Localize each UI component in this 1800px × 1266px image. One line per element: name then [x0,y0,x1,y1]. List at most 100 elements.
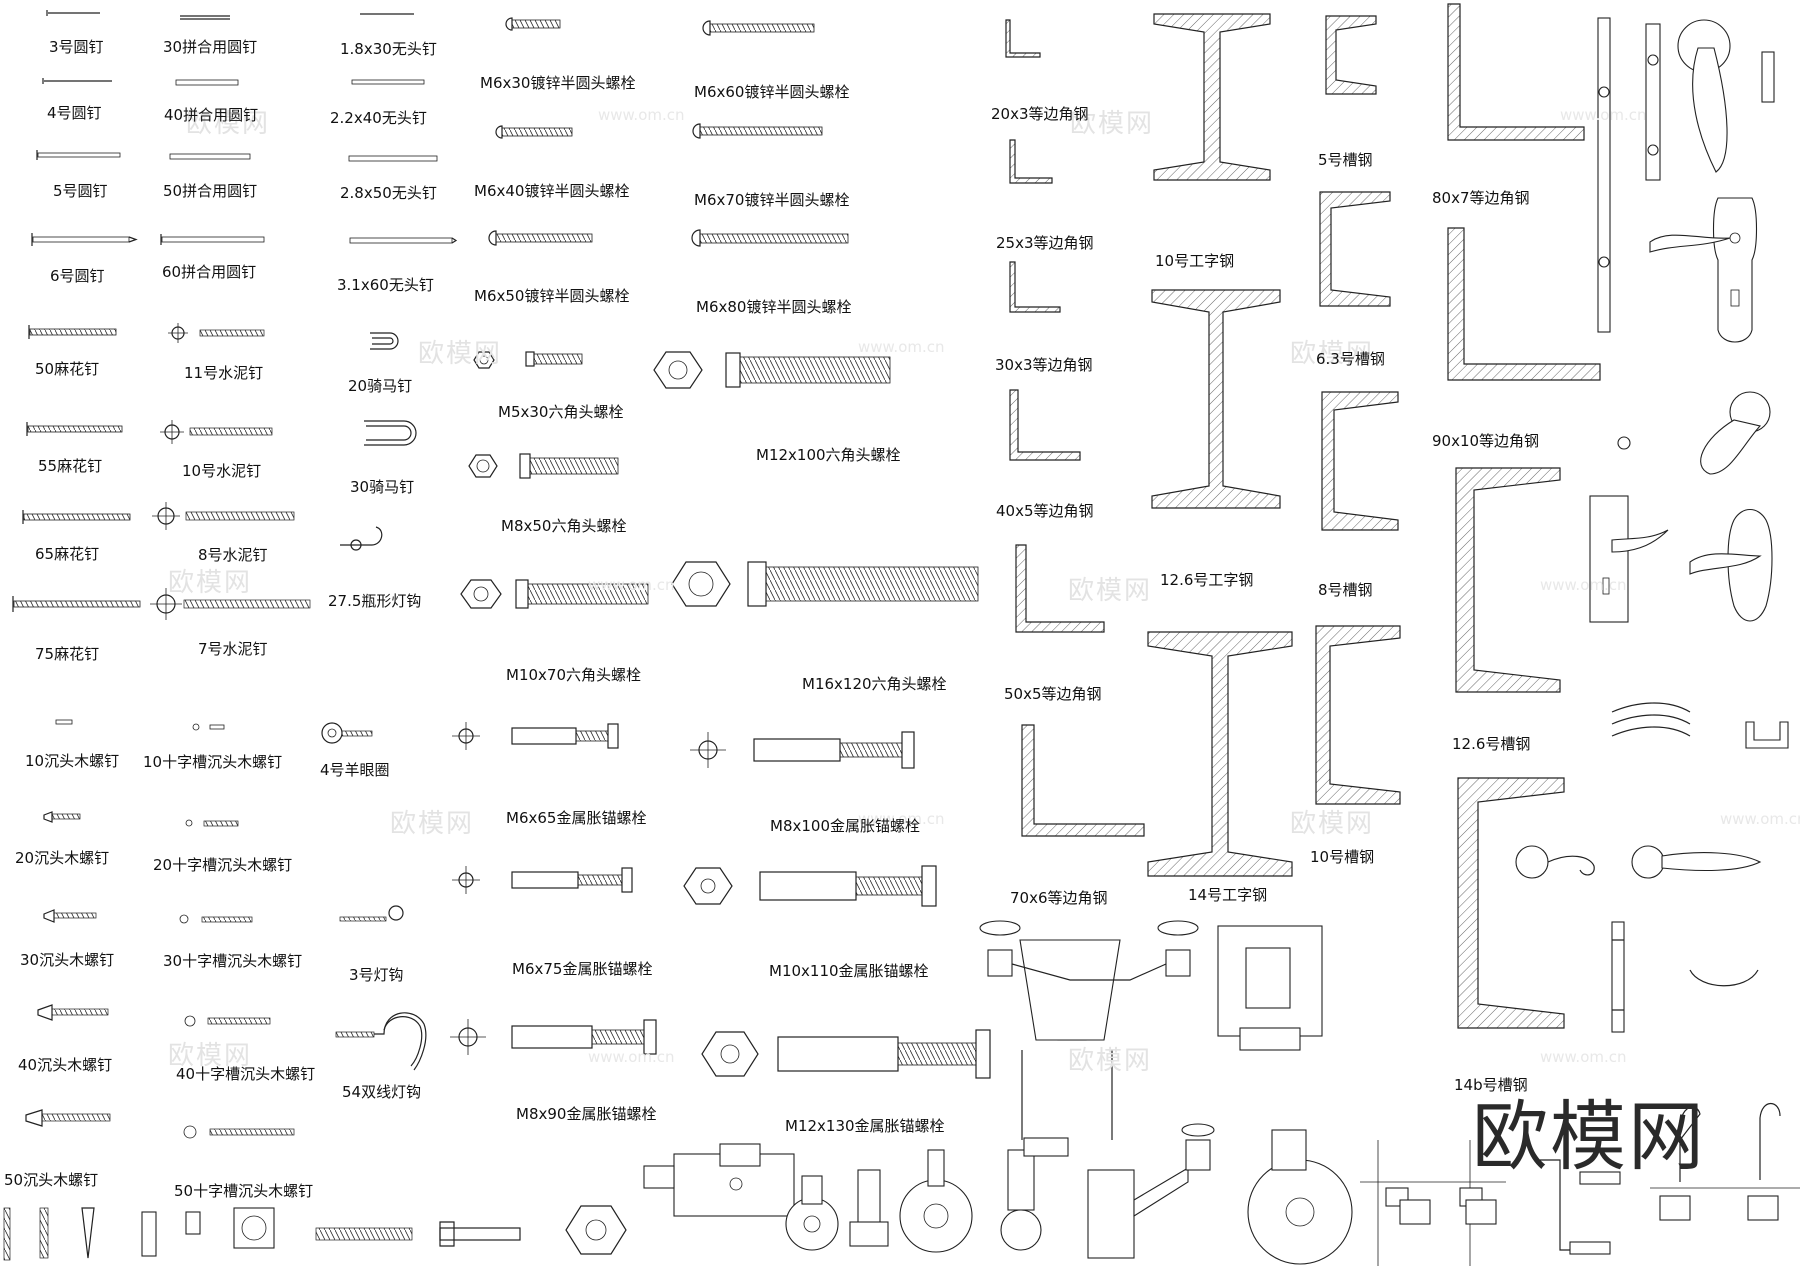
label-twist-nail-75: 75麻花钉 [35,645,100,663]
label-wood-screw-30: 30沉头木螺钉 [20,951,115,969]
comb-nail-60-drawing [160,234,265,245]
label-channel-63: 6.3号槽钢 [1316,350,1385,368]
label-cross-screw-30: 30十字槽沉头木螺钉 [163,952,303,970]
watermark-url: www.om.cn [1560,106,1647,124]
twist-nail-50-drawing [28,325,117,339]
label-halfround-m6x60: M6x60镀锌半圆头螺栓 [694,83,850,101]
label-round-nail-5: 5号圆钉 [53,182,108,200]
halfround-bolt-m6x40-drawing [495,125,573,139]
label-angle-80: 80x7等边角钢 [1432,189,1530,207]
watermark: 欧模网 [1068,576,1153,606]
angle-steel-40-drawing [1009,389,1081,461]
label-i-beam-14: 14号工字钢 [1188,886,1268,904]
label-headless-nail-28: 2.8x50无头钉 [340,184,437,202]
round-nail-4-drawing [42,78,112,84]
halfround-bolt-m6x50-drawing [488,230,593,246]
label-twist-nail-55: 55麻花钉 [38,457,103,475]
label-cement-nail-8: 8号水泥钉 [198,546,268,564]
angle-steel-20-drawing [1005,19,1041,58]
angle-steel-90-drawing [1447,227,1601,381]
watermark-url: www.om.cn [1540,1048,1627,1066]
watermark-url: www.om.cn [598,106,685,124]
round-nail-6-drawing [31,233,138,246]
round-nail-5-drawing [36,150,121,160]
label-channel-5: 5号槽钢 [1318,151,1373,169]
round-nail-3-drawing [46,10,100,16]
label-cross-screw-40: 40十字槽沉头木螺钉 [176,1065,316,1083]
cross-screw-40-drawing [184,1015,271,1027]
label-angle-20: 20x3等边角钢 [991,105,1089,123]
brand-logo: 欧模网 [1472,1092,1706,1181]
watermark-url: www.om.cn [588,576,675,594]
bottle-hook-drawing [340,526,383,551]
cement-nail-10-drawing [160,420,273,444]
watermark-url: www.om.cn [858,810,945,828]
label-i-beam-126: 12.6号工字钢 [1160,571,1254,589]
halfround-bolt-m6x30-drawing [505,17,561,31]
label-anchor-m12x130: M12x130金属胀锚螺栓 [785,1117,945,1135]
label-bottle-hook: 27.5瓶形灯钩 [328,592,422,610]
cross-screw-50-drawing [183,1125,295,1139]
wood-screw-30-drawing [43,909,97,923]
channel-14b-drawing [1457,777,1565,1029]
label-cement-nail-7: 7号水泥钉 [198,640,268,658]
channel-63-drawing [1319,191,1391,307]
door-handle-drawings [1515,17,1789,1033]
label-wood-screw-50: 50沉头木螺钉 [4,1171,99,1189]
cement-nail-11-drawing [168,323,265,343]
twist-nail-55-drawing [26,422,123,436]
anchor-m8x90-drawing [450,1019,657,1055]
label-eye-bolt-4: 4号羊眼圈 [320,761,390,779]
label-hex-m8x50: M8x50六角头螺栓 [501,517,627,535]
cross-screw-30-drawing [179,914,253,924]
i-beam-126-drawing [1151,289,1281,509]
hex-bolt-m16x120-drawing [671,561,979,607]
label-angle-90: 90x10等边角钢 [1432,432,1540,450]
watermark-url: www.om.cn [1540,576,1627,594]
label-anchor-m6x65: M6x65金属胀锚螺栓 [506,809,647,827]
label-wood-screw-10: 10沉头木螺钉 [25,752,120,770]
label-cement-nail-11: 11号水泥钉 [184,364,264,382]
label-cross-screw-50: 50十字槽沉头木螺钉 [174,1182,314,1200]
comb-nail-40-drawing [175,79,239,86]
label-hex-m5x30: M5x30六角头螺栓 [498,403,624,421]
label-cement-nail-10: 10号水泥钉 [182,462,262,480]
label-cross-screw-20: 20十字槽沉头木螺钉 [153,856,293,874]
label-halfround-m6x50: M6x50镀锌半圆头螺栓 [474,287,630,305]
label-round-nail-4: 4号圆钉 [47,104,102,122]
channel-126-drawing [1455,467,1561,693]
hex-bolt-m5x30-drawing [473,351,583,369]
label-round-nail-6: 6号圆钉 [50,267,105,285]
label-halfround-m6x30: M6x30镀锌半圆头螺栓 [480,74,636,92]
label-hex-m10x70: M10x70六角头螺栓 [506,666,641,684]
label-i-beam-10: 10号工字钢 [1155,252,1235,270]
bracket-assembly-drawings [1360,1102,1800,1266]
twist-nail-75-drawing [12,596,141,612]
label-twist-nail-50: 50麻花钉 [35,360,100,378]
label-anchor-m10x110: M10x110金属胀锚螺栓 [769,962,929,980]
label-angle-30: 30x3等边角钢 [995,356,1093,374]
watermark: 欧模网 [390,809,475,839]
eye-bolt-4-drawing [321,722,373,744]
channel-8-drawing [1321,391,1399,531]
hex-bolt-m12x100-drawing [653,351,891,389]
label-comb-nail-60: 60拼合用圆钉 [162,263,257,281]
anchor-m8x100-drawing [690,731,915,769]
label-wood-screw-20: 20沉头木螺钉 [15,849,110,867]
label-channel-14b: 14b号槽钢 [1454,1076,1528,1094]
label-cross-screw-10: 10十字槽沉头木螺钉 [143,753,283,771]
angle-steel-80-drawing [1447,3,1585,141]
headless-nail-22-drawing [351,79,425,85]
watermark-url: www.om.cn [1720,810,1800,828]
label-angle-50: 50x5等边角钢 [1004,685,1102,703]
anchor-m6x65-drawing [452,722,619,750]
cement-nail-8-drawing [152,502,295,530]
label-hex-m12x100: M12x100六角头螺栓 [756,446,901,464]
channel-10-drawing [1315,625,1401,805]
label-halfround-m6x40: M6x40镀锌半圆头螺栓 [474,182,630,200]
i-beam-10-drawing [1153,13,1271,181]
headless-nail-28-drawing [348,155,438,162]
lamp-hook-3-drawing [339,905,404,922]
label-anchor-m6x75: M6x75金属胀锚螺栓 [512,960,653,978]
